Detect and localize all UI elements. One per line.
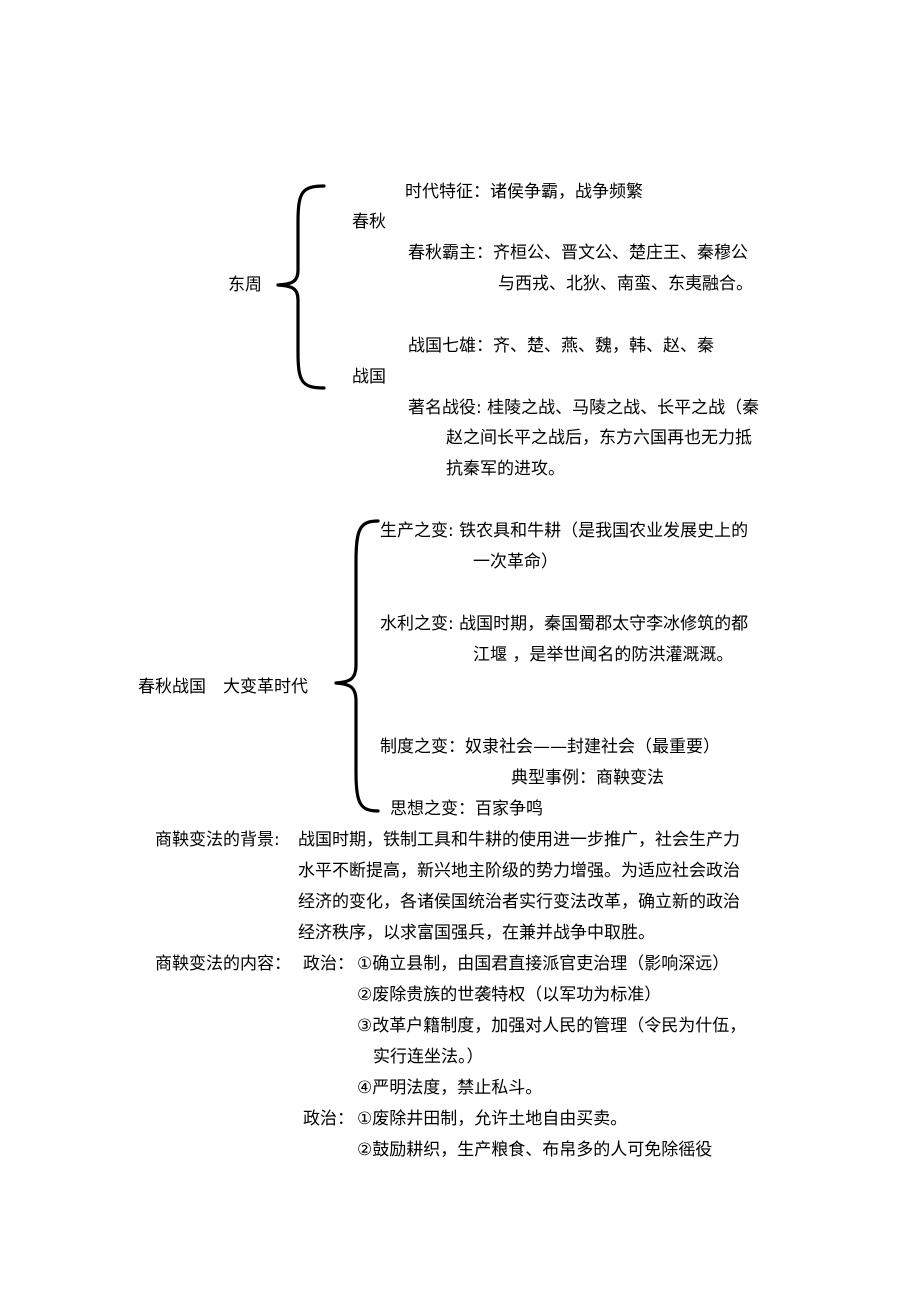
reform-era-root-label: 春秋战国 大变革时代 xyxy=(138,677,308,697)
politics-item-2: ②废除贵族的世袭特权（以军功为标准） xyxy=(357,985,662,1005)
chunqiu-hegemons-cont: 与西戎、北狄、南蛮、东夷融合。 xyxy=(498,274,753,294)
politics-item-4: ④严明法度，禁止私斗。 xyxy=(357,1078,543,1098)
reform-era-brace xyxy=(334,519,380,813)
dongzhou-brace xyxy=(276,184,326,390)
zhanguo-battles-line-2: 赵之间长平之战后，东方六国再也无力抵 xyxy=(446,428,752,448)
thought-change: 思想之变：百家争鸣 xyxy=(390,799,543,819)
economy-item-1: ①废除井田制，允许土地自由买卖。 xyxy=(357,1109,628,1129)
shangyang-background-label: 商鞅变法的背景: xyxy=(155,830,280,850)
politics-item-1: ①确立县制，由国君直接派官吏治理（影响深远） xyxy=(357,954,730,974)
politics-label: 政治： xyxy=(303,954,354,974)
system-change-line-2: 典型事例：商鞅变法 xyxy=(511,768,664,788)
water-change-line-2: 江堰 ，是举世闻名的防洪灌溉溉。 xyxy=(473,645,734,665)
water-change-line-1: 水利之变: 战国时期，秦国蜀郡太守李冰修筑的都 xyxy=(380,614,749,634)
zhanguo-label: 战国 xyxy=(352,367,386,387)
system-change-line-1: 制度之变：奴隶社会——封建社会（最重要） xyxy=(380,737,720,757)
economy-label: 政治： xyxy=(303,1109,354,1129)
chunqiu-feature: 时代特征：诸侯争霸，战争频繁 xyxy=(405,182,643,202)
zhanguo-battles-line-1: 著名战役: 桂陵之战、马陵之战、长平之战（秦 xyxy=(408,398,760,418)
zhanguo-seven: 战国七雄：齐、楚、燕、魏，韩、赵、秦 xyxy=(408,336,714,356)
politics-item-3-cont: 实行连坐法。） xyxy=(373,1047,484,1067)
shangyang-background-line-2: 水平不断提高，新兴地主阶级的势力增强。为适应社会政治 xyxy=(298,861,740,881)
production-change-line-2: 一次革命） xyxy=(473,552,558,572)
shangyang-background-line-1: 战国时期，铁制工具和牛耕的使用进一步推广，社会生产力 xyxy=(298,830,740,850)
chunqiu-hegemons: 春秋霸主：齐桓公、晋文公、楚庄王、秦穆公 xyxy=(408,243,748,263)
dongzhou-root-label: 东周 xyxy=(228,275,262,295)
politics-item-3: ③改革户籍制度，加强对人民的管理（令民为什伍， xyxy=(357,1016,747,1036)
chunqiu-label: 春秋 xyxy=(352,212,386,232)
shangyang-background-line-3: 经济的变化，各诸侯国统治者实行变法改革，确立新的政治 xyxy=(298,892,740,912)
zhanguo-battles-line-3: 抗秦军的进攻。 xyxy=(446,459,565,479)
shangyang-content-label: 商鞅变法的内容： xyxy=(155,954,291,974)
production-change-line-1: 生产之变: 铁农具和牛耕（是我国农业发展史上的 xyxy=(380,521,749,541)
economy-item-2: ②鼓励耕织，生产粮食、布帛多的人可免除徭役 xyxy=(357,1140,713,1160)
shangyang-background-line-4: 经济秩序，以求富国强兵，在兼并战争中取胜。 xyxy=(298,923,655,943)
